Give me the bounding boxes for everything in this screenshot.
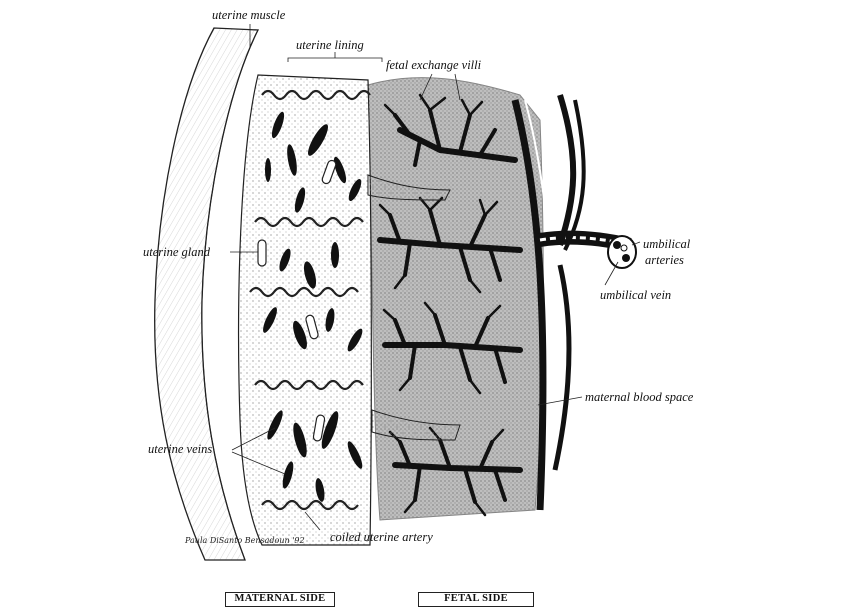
uterine-glands bbox=[257, 159, 337, 442]
label-coiled-uterine-artery: coiled uterine artery bbox=[330, 530, 433, 544]
label-umbilical-arteries-1: umbilical bbox=[643, 237, 691, 251]
villous-tree-3 bbox=[382, 301, 523, 395]
label-uterine-lining: uterine lining bbox=[296, 38, 364, 52]
artist-signature: Paula DiSanto Bensadoun '92 bbox=[185, 536, 305, 545]
maternal-side-box: MATERNAL SIDE bbox=[225, 592, 335, 607]
chorionic-plate bbox=[511, 99, 547, 511]
fetal-side-box: FETAL SIDE bbox=[418, 592, 534, 607]
uterine-lining-layer bbox=[237, 74, 372, 546]
maternal-blood-space-region bbox=[367, 77, 544, 521]
label-fetal-exchange-villi: fetal exchange villi bbox=[386, 58, 482, 72]
label-maternal-blood-space: maternal blood space bbox=[585, 390, 694, 404]
label-uterine-gland: uterine gland bbox=[143, 245, 211, 259]
coiled-uterine-arteries bbox=[249, 89, 371, 511]
label-umbilical-arteries-2: arteries bbox=[645, 253, 684, 267]
label-umbilical-vein: umbilical vein bbox=[600, 288, 672, 302]
uterine-veins bbox=[263, 111, 363, 502]
label-uterine-muscle: uterine muscle bbox=[212, 8, 286, 22]
villous-tree-1 bbox=[383, 93, 518, 167]
label-uterine-veins: uterine veins bbox=[148, 442, 213, 456]
umbilical-cord-section bbox=[607, 235, 637, 269]
villous-tree-2 bbox=[377, 196, 523, 294]
leader-lines bbox=[230, 24, 641, 531]
